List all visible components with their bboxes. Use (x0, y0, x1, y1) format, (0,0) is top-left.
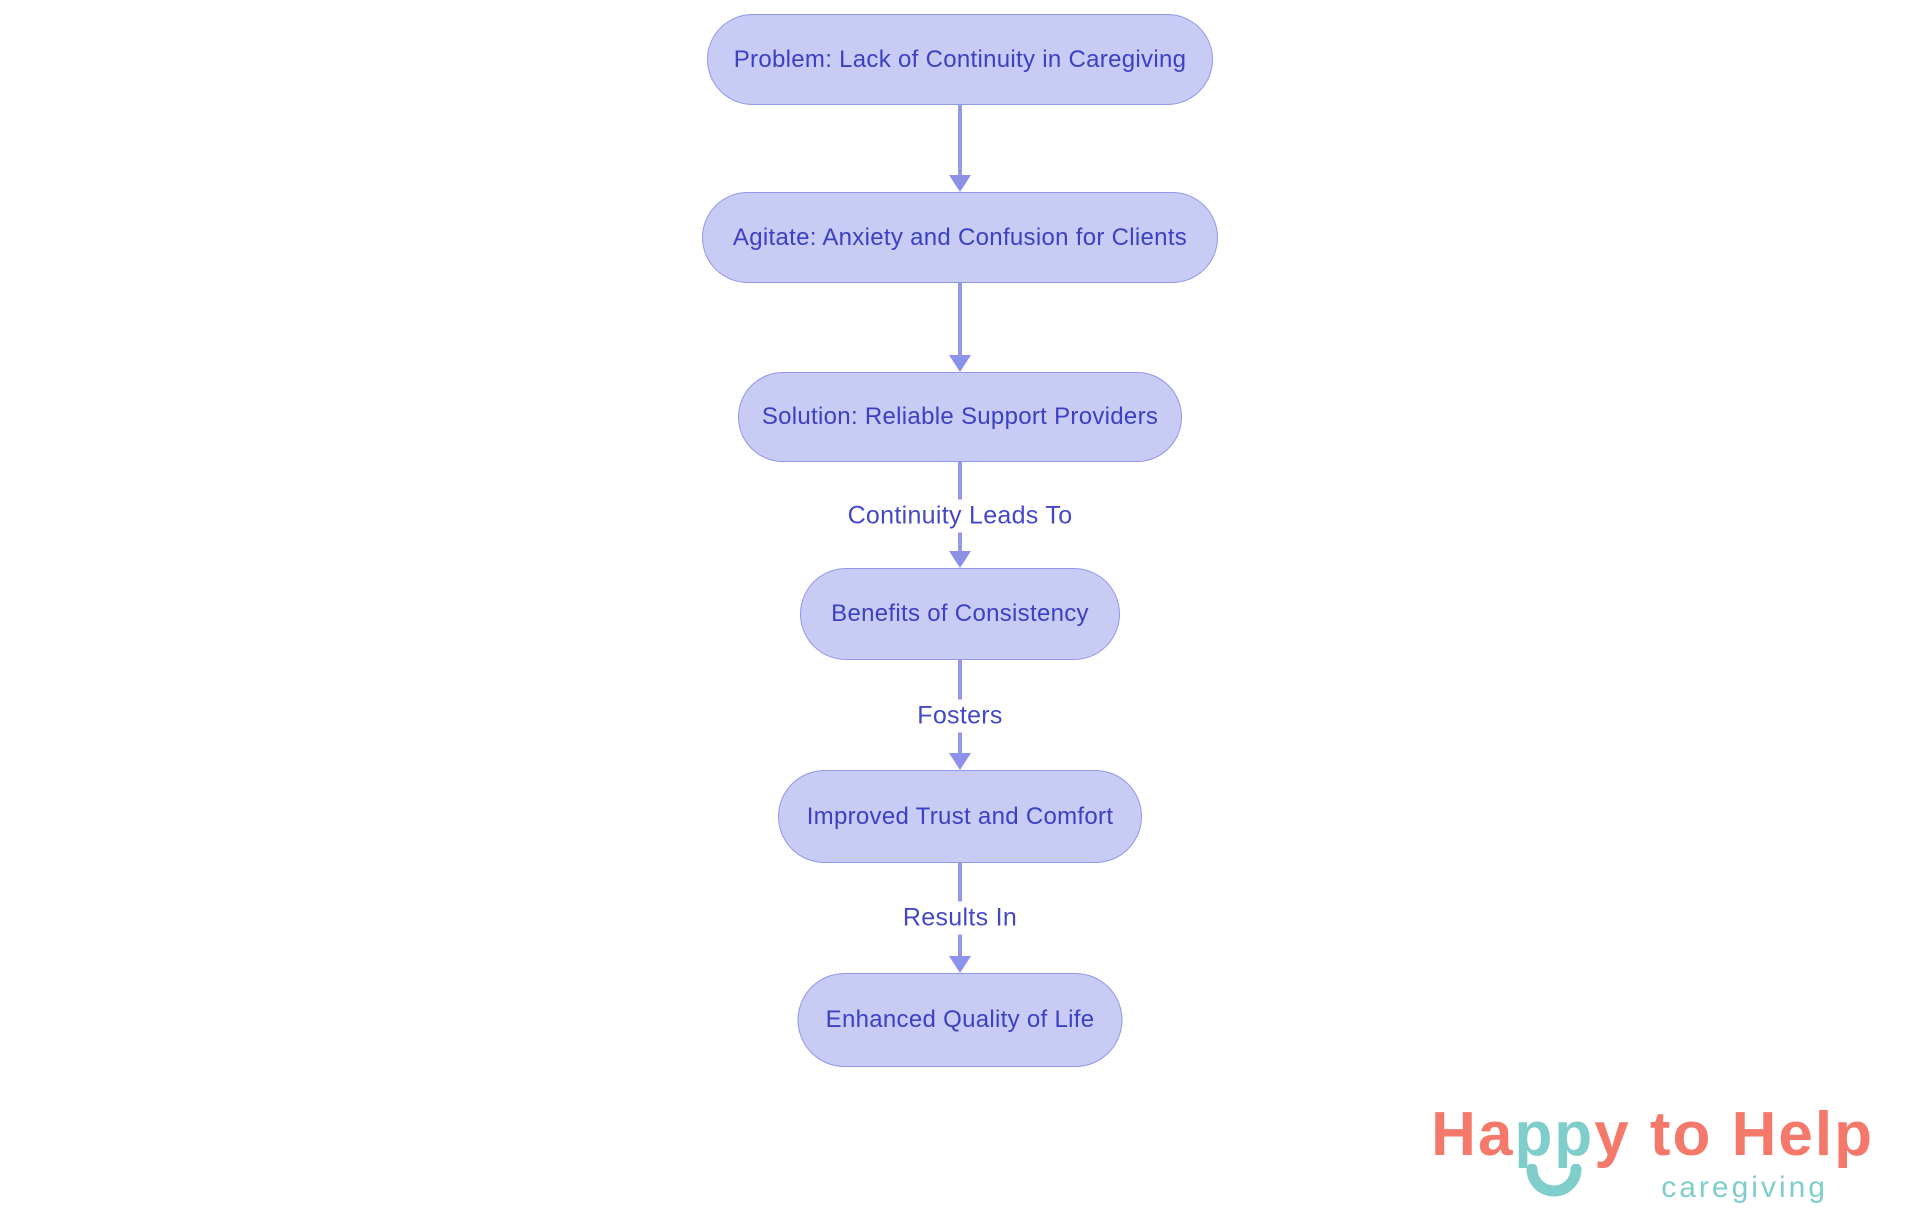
flow-node-label: Improved Trust and Comfort (806, 802, 1114, 830)
arrow-down-icon (949, 956, 971, 973)
flow-node-label: Solution: Reliable Support Providers (761, 403, 1159, 430)
flow-node-label: Enhanced Quality of Life (825, 1006, 1095, 1033)
flow-node-trust: Improved Trust and Comfort (778, 770, 1142, 863)
arrow-down-icon (949, 175, 971, 192)
flow-node-quality: Enhanced Quality of Life (797, 973, 1123, 1067)
logo-title-segment-text: pp (1514, 1100, 1595, 1169)
flow-node-label: Agitate: Anxiety and Confusion for Clien… (732, 223, 1188, 251)
edge-line (958, 283, 962, 356)
edge-label: Fosters (907, 699, 1013, 733)
logo-subtitle: caregiving (1661, 1171, 1828, 1204)
arrow-down-icon (949, 551, 971, 568)
logo-title-segment: pp (1514, 1104, 1594, 1197)
smile-icon (1526, 1164, 1582, 1197)
logo-title-segment: y to Help (1594, 1100, 1874, 1169)
flow-node-problem: Problem: Lack of Continuity in Caregivin… (707, 14, 1213, 105)
flow-node-solution: Solution: Reliable Support Providers (738, 372, 1182, 462)
logo-title-segment: Ha (1431, 1100, 1515, 1169)
arrow-down-icon (949, 753, 971, 770)
edge-line (958, 105, 962, 177)
flow-node-benefits: Benefits of Consistency (800, 568, 1120, 660)
flow-node-agitate: Agitate: Anxiety and Confusion for Clien… (702, 192, 1218, 283)
flow-node-label: Problem: Lack of Continuity in Caregivin… (733, 45, 1187, 73)
arrow-down-icon (949, 355, 971, 372)
flow-node-label: Benefits of Consistency (831, 600, 1089, 627)
edge-label: Results In (892, 901, 1028, 935)
edge-label: Continuity Leads To (837, 499, 1083, 533)
